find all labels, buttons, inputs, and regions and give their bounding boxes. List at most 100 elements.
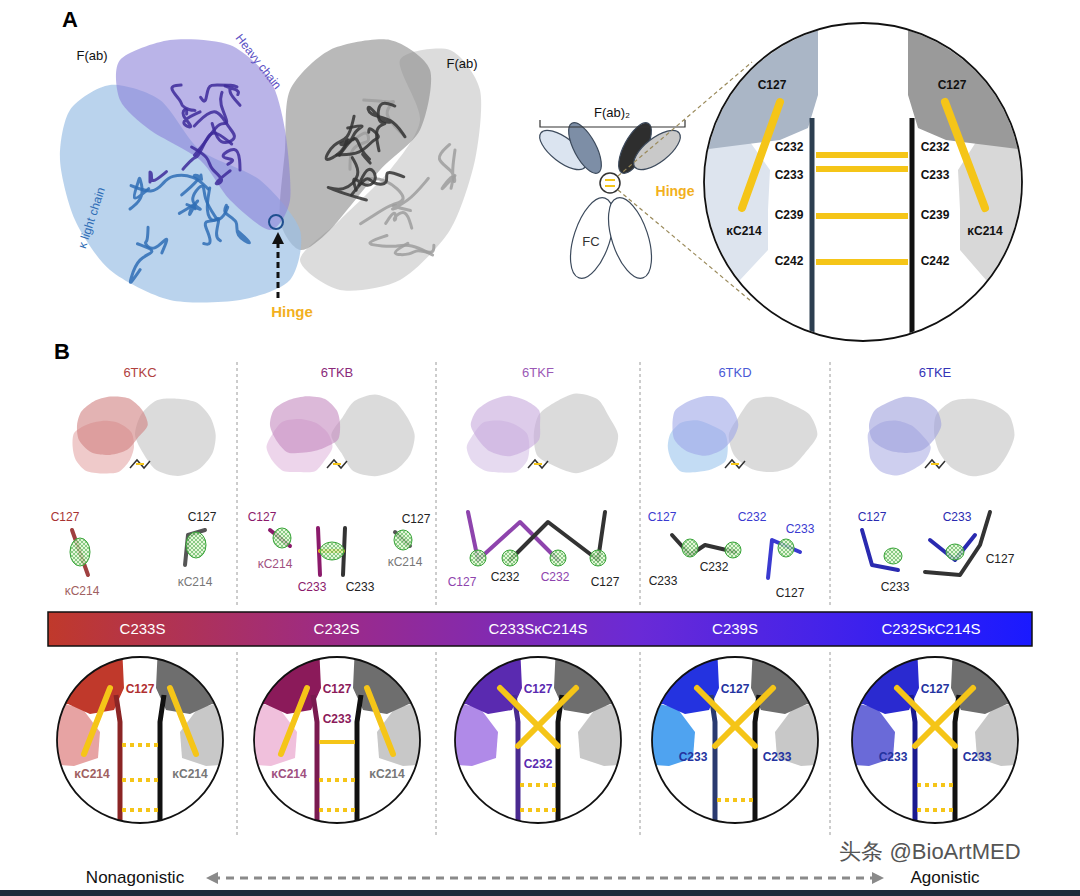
residue-label: C127	[591, 576, 620, 589]
surface-thumbnail	[467, 393, 618, 473]
stick-model	[185, 530, 205, 565]
hinge-marker	[269, 215, 283, 229]
residue-label: C127	[188, 511, 217, 524]
hinge-circle	[600, 173, 620, 193]
residue-label: C233	[763, 751, 792, 764]
circle-outline	[56, 656, 224, 824]
pdb-id: 6TKC	[123, 366, 156, 380]
pdb-id: 6TKB	[321, 366, 354, 380]
density-mesh	[725, 542, 741, 558]
residue-label: κC214	[258, 558, 293, 571]
ribbon-strand	[377, 103, 395, 151]
disulfide-schematic	[45, 645, 235, 835]
residue-label: C232	[700, 561, 729, 574]
residue-label: C233	[649, 575, 678, 588]
residue-label: C127	[858, 511, 887, 524]
circle-outline	[851, 656, 1019, 824]
disulfide-circle: C127κC214κC214	[56, 656, 224, 824]
ribbon-strand	[172, 85, 195, 110]
residue-label: C232	[921, 141, 950, 154]
surface-thumbnail	[868, 397, 1015, 477]
residue-label: C233	[943, 511, 972, 524]
separator	[436, 362, 437, 838]
panel-letter: B	[54, 340, 70, 364]
residue-label: C233	[879, 751, 908, 764]
density-mesh	[320, 542, 344, 560]
disulfide-schematic	[840, 645, 1030, 835]
residue-label: C233	[881, 581, 910, 594]
residue-label: C239	[775, 209, 804, 222]
circle-outline	[253, 656, 421, 824]
hinge-label: Hinge	[656, 184, 695, 199]
residue-label: C232	[524, 758, 553, 771]
ribbon-strand	[368, 107, 405, 136]
stick-model	[930, 535, 975, 560]
ribbon-strand	[187, 186, 218, 220]
mutation-label: C232S	[314, 621, 360, 638]
residue-label: C239	[921, 209, 950, 222]
disulfide-bond	[945, 102, 985, 208]
ribbon-strand	[225, 205, 250, 243]
heavy-chain	[810, 118, 815, 345]
residue-label: C242	[775, 255, 804, 268]
mutation-label: C233S	[120, 621, 166, 638]
zoom-circle: C127C127C232C232C233C233C239C239κC214κC2…	[703, 22, 1023, 342]
stick-model	[925, 512, 990, 575]
ribbon-strand	[328, 158, 366, 200]
density-mesh	[682, 539, 698, 557]
surface-thumbnail	[266, 394, 414, 476]
watermark: 头条 @BioArtMED	[839, 840, 1020, 864]
disulfide-circle: C127C233κC214κC214	[253, 656, 421, 824]
ribbon-strand	[183, 133, 232, 169]
domain-lobe	[908, 20, 1025, 150]
disulfide-circle: C127C233C233	[851, 656, 1019, 824]
circle-outline	[454, 656, 622, 824]
disulfide-schematic	[443, 645, 633, 835]
mutation-band: C232SκC214S	[830, 612, 1032, 646]
gradient-bar	[48, 612, 1032, 646]
density-mesh	[502, 550, 518, 566]
ribbon-strand	[130, 244, 152, 283]
residue-label: κC214	[178, 576, 213, 589]
domain-label: FC	[582, 235, 599, 249]
density-mesh	[470, 550, 486, 566]
circle-outline	[703, 22, 1023, 342]
residue-label: C127	[323, 683, 352, 696]
residue-label: κC214	[967, 225, 1002, 238]
mutation-band: C233S	[48, 612, 237, 646]
hinge-zoom	[700, 20, 1025, 345]
ribbon-strand	[192, 147, 231, 184]
residue-label: C127	[938, 79, 967, 92]
disulfide-schematic	[640, 645, 830, 835]
surface-thumbnail	[668, 396, 818, 472]
ribbon-strand	[194, 112, 234, 143]
density-mesh	[884, 548, 902, 564]
disulfide-bond	[816, 213, 908, 219]
ribbon-strand	[352, 172, 404, 195]
domain-ellipse	[628, 123, 687, 176]
ribbon-strand	[393, 178, 429, 210]
mutation-label: C239S	[712, 621, 758, 638]
residue-label: C127	[51, 511, 80, 524]
residue-label: C233	[786, 523, 815, 536]
bottom-strip	[0, 890, 1080, 896]
density-mesh	[946, 544, 964, 560]
mutation-band: C239S	[640, 612, 830, 646]
disulfide-bond	[816, 152, 908, 158]
density-mesh	[778, 539, 794, 557]
disulfide-bond	[816, 166, 908, 172]
disulfide-bond	[742, 102, 780, 208]
residue-label: C232	[775, 141, 804, 154]
residue-label: C232	[541, 571, 570, 584]
domain-label: F(ab)₂	[594, 106, 630, 120]
bracket	[540, 120, 685, 127]
domain-ellipse	[600, 192, 660, 283]
density-mesh	[550, 550, 566, 566]
agonism-axis-arrow	[212, 877, 878, 880]
ribbon-strand	[150, 172, 166, 182]
residue-label: C233	[775, 169, 804, 182]
residue-label: κC214	[369, 768, 404, 781]
residue-label: C127	[524, 683, 553, 696]
ribbon-strand	[223, 149, 240, 170]
